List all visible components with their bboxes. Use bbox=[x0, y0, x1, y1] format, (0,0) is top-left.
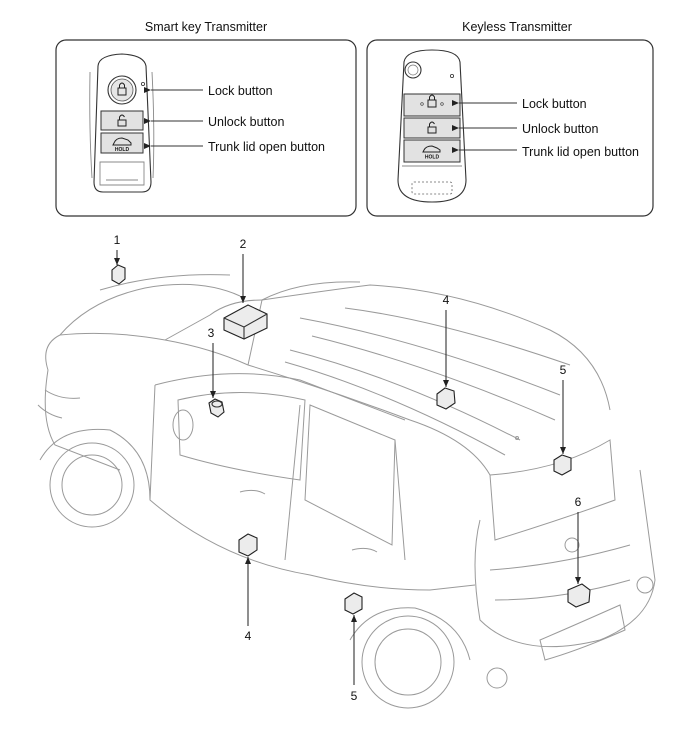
smart-key-title: Smart key Transmitter bbox=[145, 20, 267, 34]
callout-4-roof: 4 bbox=[443, 293, 450, 307]
smart-key-panel bbox=[55, 39, 357, 217]
component-2 bbox=[223, 304, 268, 340]
component-5-side bbox=[344, 592, 363, 615]
unlock-icon bbox=[427, 126, 437, 134]
unlock-icon bbox=[117, 114, 127, 127]
smart-key-unlock-label: Unlock button bbox=[208, 115, 284, 129]
vehicle-outline bbox=[37, 274, 656, 709]
keyless-title: Keyless Transmitter bbox=[462, 20, 572, 34]
keyless-unlock-label: Unlock button bbox=[522, 122, 598, 136]
component-3 bbox=[208, 398, 225, 418]
trunk-icon bbox=[112, 137, 132, 146]
component-4-door bbox=[238, 533, 258, 557]
callout-4-door: 4 bbox=[245, 629, 252, 643]
keyless-panel bbox=[366, 39, 654, 217]
keyless-fob: HOLD bbox=[397, 49, 467, 203]
callout-3: 3 bbox=[208, 326, 215, 340]
smart-key-lock-label: Lock button bbox=[208, 84, 273, 98]
callout-2: 2 bbox=[240, 237, 247, 251]
component-6 bbox=[567, 583, 591, 608]
callout-5-side: 5 bbox=[351, 689, 358, 703]
component-5-rear bbox=[553, 454, 572, 476]
smart-key-trunk-label: Trunk lid open button bbox=[208, 140, 325, 154]
component-1 bbox=[111, 264, 126, 285]
callout-5-rear: 5 bbox=[560, 363, 567, 377]
lock-icon bbox=[117, 82, 127, 96]
callout-1: 1 bbox=[114, 233, 121, 247]
smart-key-hold-text: HOLD bbox=[115, 147, 130, 153]
callout-6: 6 bbox=[575, 495, 582, 509]
keyless-lock-label: Lock button bbox=[522, 97, 587, 111]
smart-key-fob: HOLD bbox=[89, 53, 155, 193]
lock-icon bbox=[427, 99, 437, 108]
trunk-icon bbox=[422, 145, 441, 153]
component-4-roof bbox=[436, 387, 456, 410]
keyless-hold-text: HOLD bbox=[425, 155, 440, 161]
keyless-trunk-label: Trunk lid open button bbox=[522, 145, 639, 159]
